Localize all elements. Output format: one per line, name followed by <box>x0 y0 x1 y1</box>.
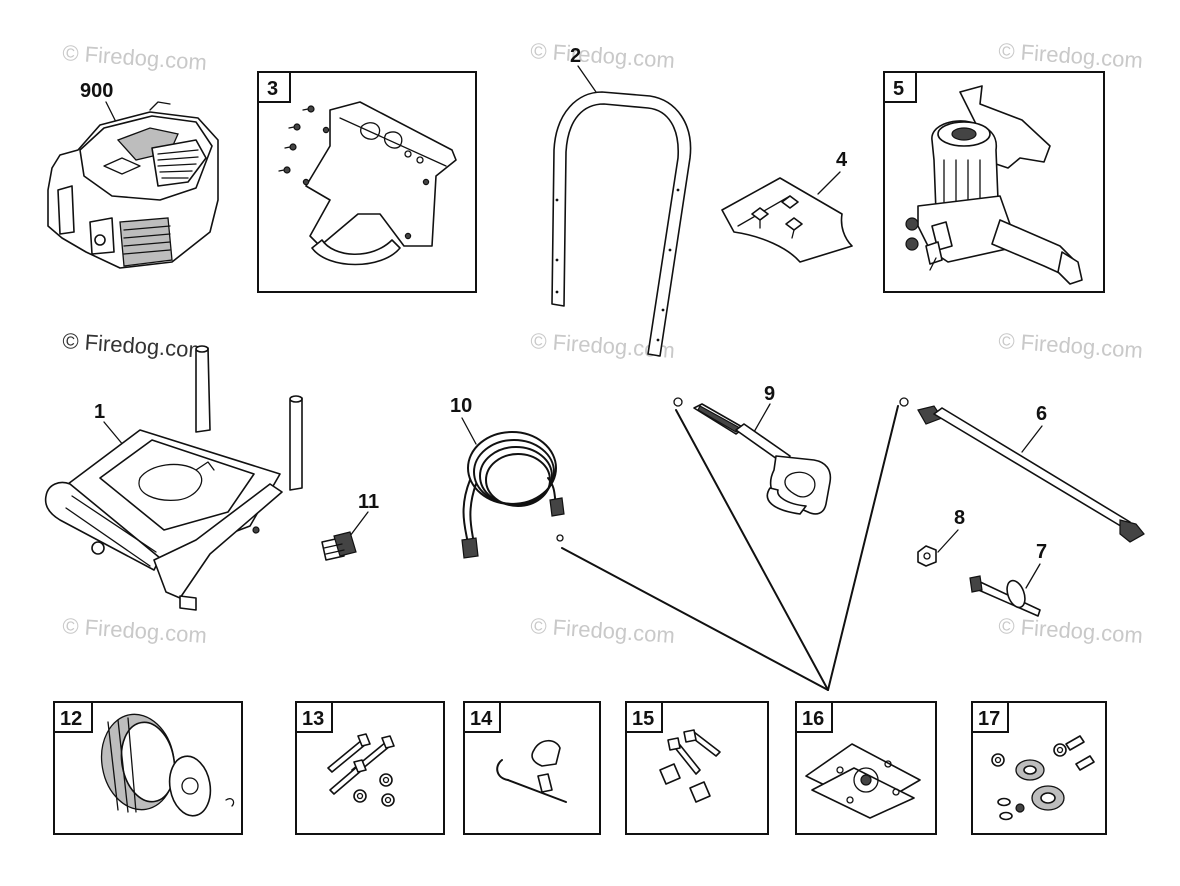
callout-5: 5 <box>893 78 904 100</box>
part-4-hardware-bag[interactable]: 4 <box>721 149 853 263</box>
watermark-8: © Firedog.com <box>530 613 676 648</box>
part-15-knob-kit[interactable]: 15 <box>625 701 769 835</box>
callout-10: 10 <box>450 395 472 417</box>
part-17-bearing-kit[interactable]: 17 <box>971 701 1107 835</box>
screw-icons <box>278 105 315 174</box>
callout-4: 4 <box>836 149 848 171</box>
part-2-handle[interactable]: 2 <box>551 45 692 357</box>
part-5-pump[interactable]: 5 <box>883 71 1105 293</box>
part-16-plate-kit[interactable]: 16 <box>795 701 937 835</box>
part-8-nut[interactable]: 8 <box>917 507 965 567</box>
part-7-axle[interactable]: 7 <box>969 541 1047 617</box>
watermark-6: © Firedog.com <box>998 328 1144 363</box>
part-900-engine[interactable]: 900 <box>47 80 219 269</box>
callout-900: 900 <box>80 80 113 102</box>
watermark-2: © Firedog.com <box>530 38 676 73</box>
callout-17: 17 <box>978 708 1000 730</box>
watermark-3: © Firedog.com <box>998 38 1144 73</box>
callout-14: 14 <box>470 708 493 730</box>
callout-13: 13 <box>302 708 324 730</box>
part-9-spray-gun[interactable]: 9 <box>673 383 832 515</box>
part-6-wand[interactable]: 6 <box>899 397 1145 543</box>
callout-3: 3 <box>267 78 278 100</box>
part-10-hose[interactable]: 10 <box>450 395 565 559</box>
part-13-bolt-kit[interactable]: 13 <box>295 701 445 835</box>
watermark-1: © Firedog.com <box>62 40 208 75</box>
part-11-plug[interactable]: 11 <box>321 491 379 561</box>
part-14-pin-kit[interactable]: 14 <box>463 701 601 835</box>
callout-12: 12 <box>60 708 82 730</box>
callout-16: 16 <box>802 708 824 730</box>
watermark-7: © Firedog.com <box>62 613 208 648</box>
callout-1: 1 <box>94 401 105 423</box>
watermark-4: © Firedog.com <box>62 328 208 363</box>
leader-lines <box>561 405 899 691</box>
bag-fitting-icons <box>751 195 803 239</box>
callout-2: 2 <box>570 45 581 67</box>
callout-8: 8 <box>954 507 965 529</box>
part-12-wheel-kit[interactable]: 12 <box>53 701 243 835</box>
watermark-9: © Firedog.com <box>998 613 1144 648</box>
callout-11: 11 <box>358 491 379 513</box>
callout-15: 15 <box>632 708 654 730</box>
callout-6: 6 <box>1036 403 1047 425</box>
callout-7: 7 <box>1036 541 1047 563</box>
callout-9: 9 <box>764 383 775 405</box>
part-1-frame[interactable]: 1 <box>44 345 303 611</box>
part-3-bracket-kit[interactable]: 3 <box>257 71 477 293</box>
